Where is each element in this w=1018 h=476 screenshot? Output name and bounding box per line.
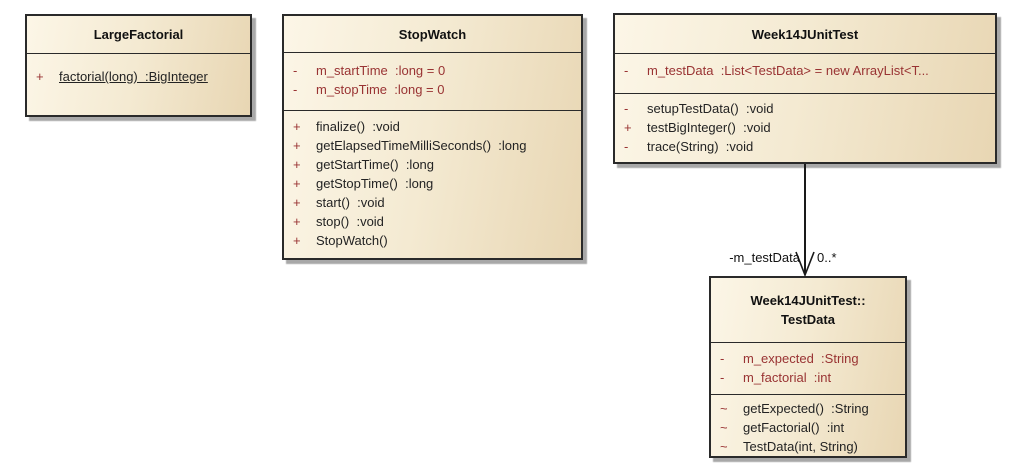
visibility-symbol: ~ (720, 439, 728, 454)
visibility-symbol: + (293, 214, 301, 229)
visibility-symbol: + (293, 176, 301, 191)
visibility-symbol: ~ (720, 420, 728, 435)
method-text: factorial(long) :BigInteger (59, 69, 208, 84)
class-title: Week14JUnitTest:: TestData (711, 278, 905, 342)
method-text: getStopTime() :long (316, 176, 434, 191)
method-row: + testBigInteger() :void (615, 118, 995, 137)
method-row: ~ getExpected() :String (711, 399, 905, 418)
method-text: finalize() :void (316, 119, 400, 134)
visibility-symbol: - (624, 101, 629, 116)
attribute-row: - m_stopTime :long = 0 (284, 80, 581, 99)
operations-compartment: - setupTestData() :void + testBigInteger… (615, 93, 995, 162)
attributes-compartment: - m_expected :String - m_factorial :int (711, 342, 905, 394)
class-box-largefactorial[interactable]: LargeFactorial + factorial(long) :BigInt… (25, 14, 252, 117)
visibility-symbol: + (624, 120, 632, 135)
attribute-text: m_testData :List<TestData> = new ArrayLi… (647, 63, 929, 78)
visibility-symbol: - (720, 370, 725, 385)
attribute-row: - m_factorial :int (711, 368, 905, 387)
method-row: + start() :void (284, 193, 581, 212)
operations-compartment: ~ getExpected() :String ~ getFactorial()… (711, 394, 905, 456)
method-text: StopWatch() (316, 233, 388, 248)
method-row: ~ getFactorial() :int (711, 418, 905, 437)
attribute-row: - m_startTime :long = 0 (284, 61, 581, 80)
method-row: + factorial(long) :BigInteger (27, 67, 250, 86)
visibility-symbol: - (624, 63, 629, 78)
visibility-symbol: + (293, 119, 301, 134)
visibility-symbol: - (624, 139, 629, 154)
visibility-symbol: - (293, 63, 298, 78)
method-text: stop() :void (316, 214, 384, 229)
method-text: getFactorial() :int (743, 420, 845, 435)
visibility-symbol: - (720, 351, 725, 366)
method-text: getElapsedTimeMilliSeconds() :long (316, 138, 527, 153)
operations-compartment: + factorial(long) :BigInteger (27, 53, 250, 115)
connector-multiplicity-label: 0..* (817, 250, 837, 265)
attribute-text: m_stopTime :long = 0 (316, 82, 445, 97)
method-row: - trace(String) :void (615, 137, 995, 156)
method-row: ~ TestData(int, String) (711, 437, 905, 456)
attribute-text: m_factorial :int (743, 370, 832, 385)
class-title-line1: Week14JUnitTest:: (750, 293, 866, 308)
method-row: + finalize() :void (284, 117, 581, 136)
method-text: TestData(int, String) (743, 439, 858, 454)
visibility-symbol: + (293, 157, 301, 172)
method-text: testBigInteger() :void (647, 120, 771, 135)
method-row: + stop() :void (284, 212, 581, 231)
class-title: Week14JUnitTest (751, 26, 859, 42)
method-row: - setupTestData() :void (615, 99, 995, 118)
visibility-symbol: + (293, 233, 301, 248)
visibility-symbol: + (36, 69, 44, 84)
visibility-symbol: + (293, 195, 301, 210)
method-text: getStartTime() :long (316, 157, 435, 172)
class-title: StopWatch (398, 26, 467, 42)
class-title-line2: TestData (781, 312, 835, 327)
visibility-symbol: + (293, 138, 301, 153)
method-text: getExpected() :String (743, 401, 869, 416)
class-box-week14junittest[interactable]: Week14JUnitTest - m_testData :List<TestD… (613, 13, 997, 164)
class-title: LargeFactorial (93, 27, 184, 42)
method-text: start() :void (316, 195, 385, 210)
method-text: setupTestData() :void (647, 101, 774, 116)
connector-source-label: -m_testData (729, 250, 800, 265)
method-row: + getStartTime() :long (284, 155, 581, 174)
attributes-compartment: - m_startTime :long = 0 - m_stopTime :lo… (284, 52, 581, 110)
attribute-row: - m_testData :List<TestData> = new Array… (615, 61, 995, 80)
operations-compartment: + finalize() :void + getElapsedTimeMilli… (284, 110, 581, 258)
attribute-text: m_startTime :long = 0 (316, 63, 446, 78)
attribute-text: m_expected :String (743, 351, 859, 366)
class-box-testdata[interactable]: Week14JUnitTest:: TestData - m_expected … (709, 276, 907, 458)
method-row: + getStopTime() :long (284, 174, 581, 193)
attributes-compartment: - m_testData :List<TestData> = new Array… (615, 53, 995, 93)
visibility-symbol: ~ (720, 401, 728, 416)
class-box-stopwatch[interactable]: StopWatch - m_startTime :long = 0 - m_st… (282, 14, 583, 260)
method-text: trace(String) :void (647, 139, 754, 154)
method-row: + StopWatch() (284, 231, 581, 250)
attribute-row: - m_expected :String (711, 349, 905, 368)
visibility-symbol: - (293, 82, 298, 97)
method-row: + getElapsedTimeMilliSeconds() :long (284, 136, 581, 155)
